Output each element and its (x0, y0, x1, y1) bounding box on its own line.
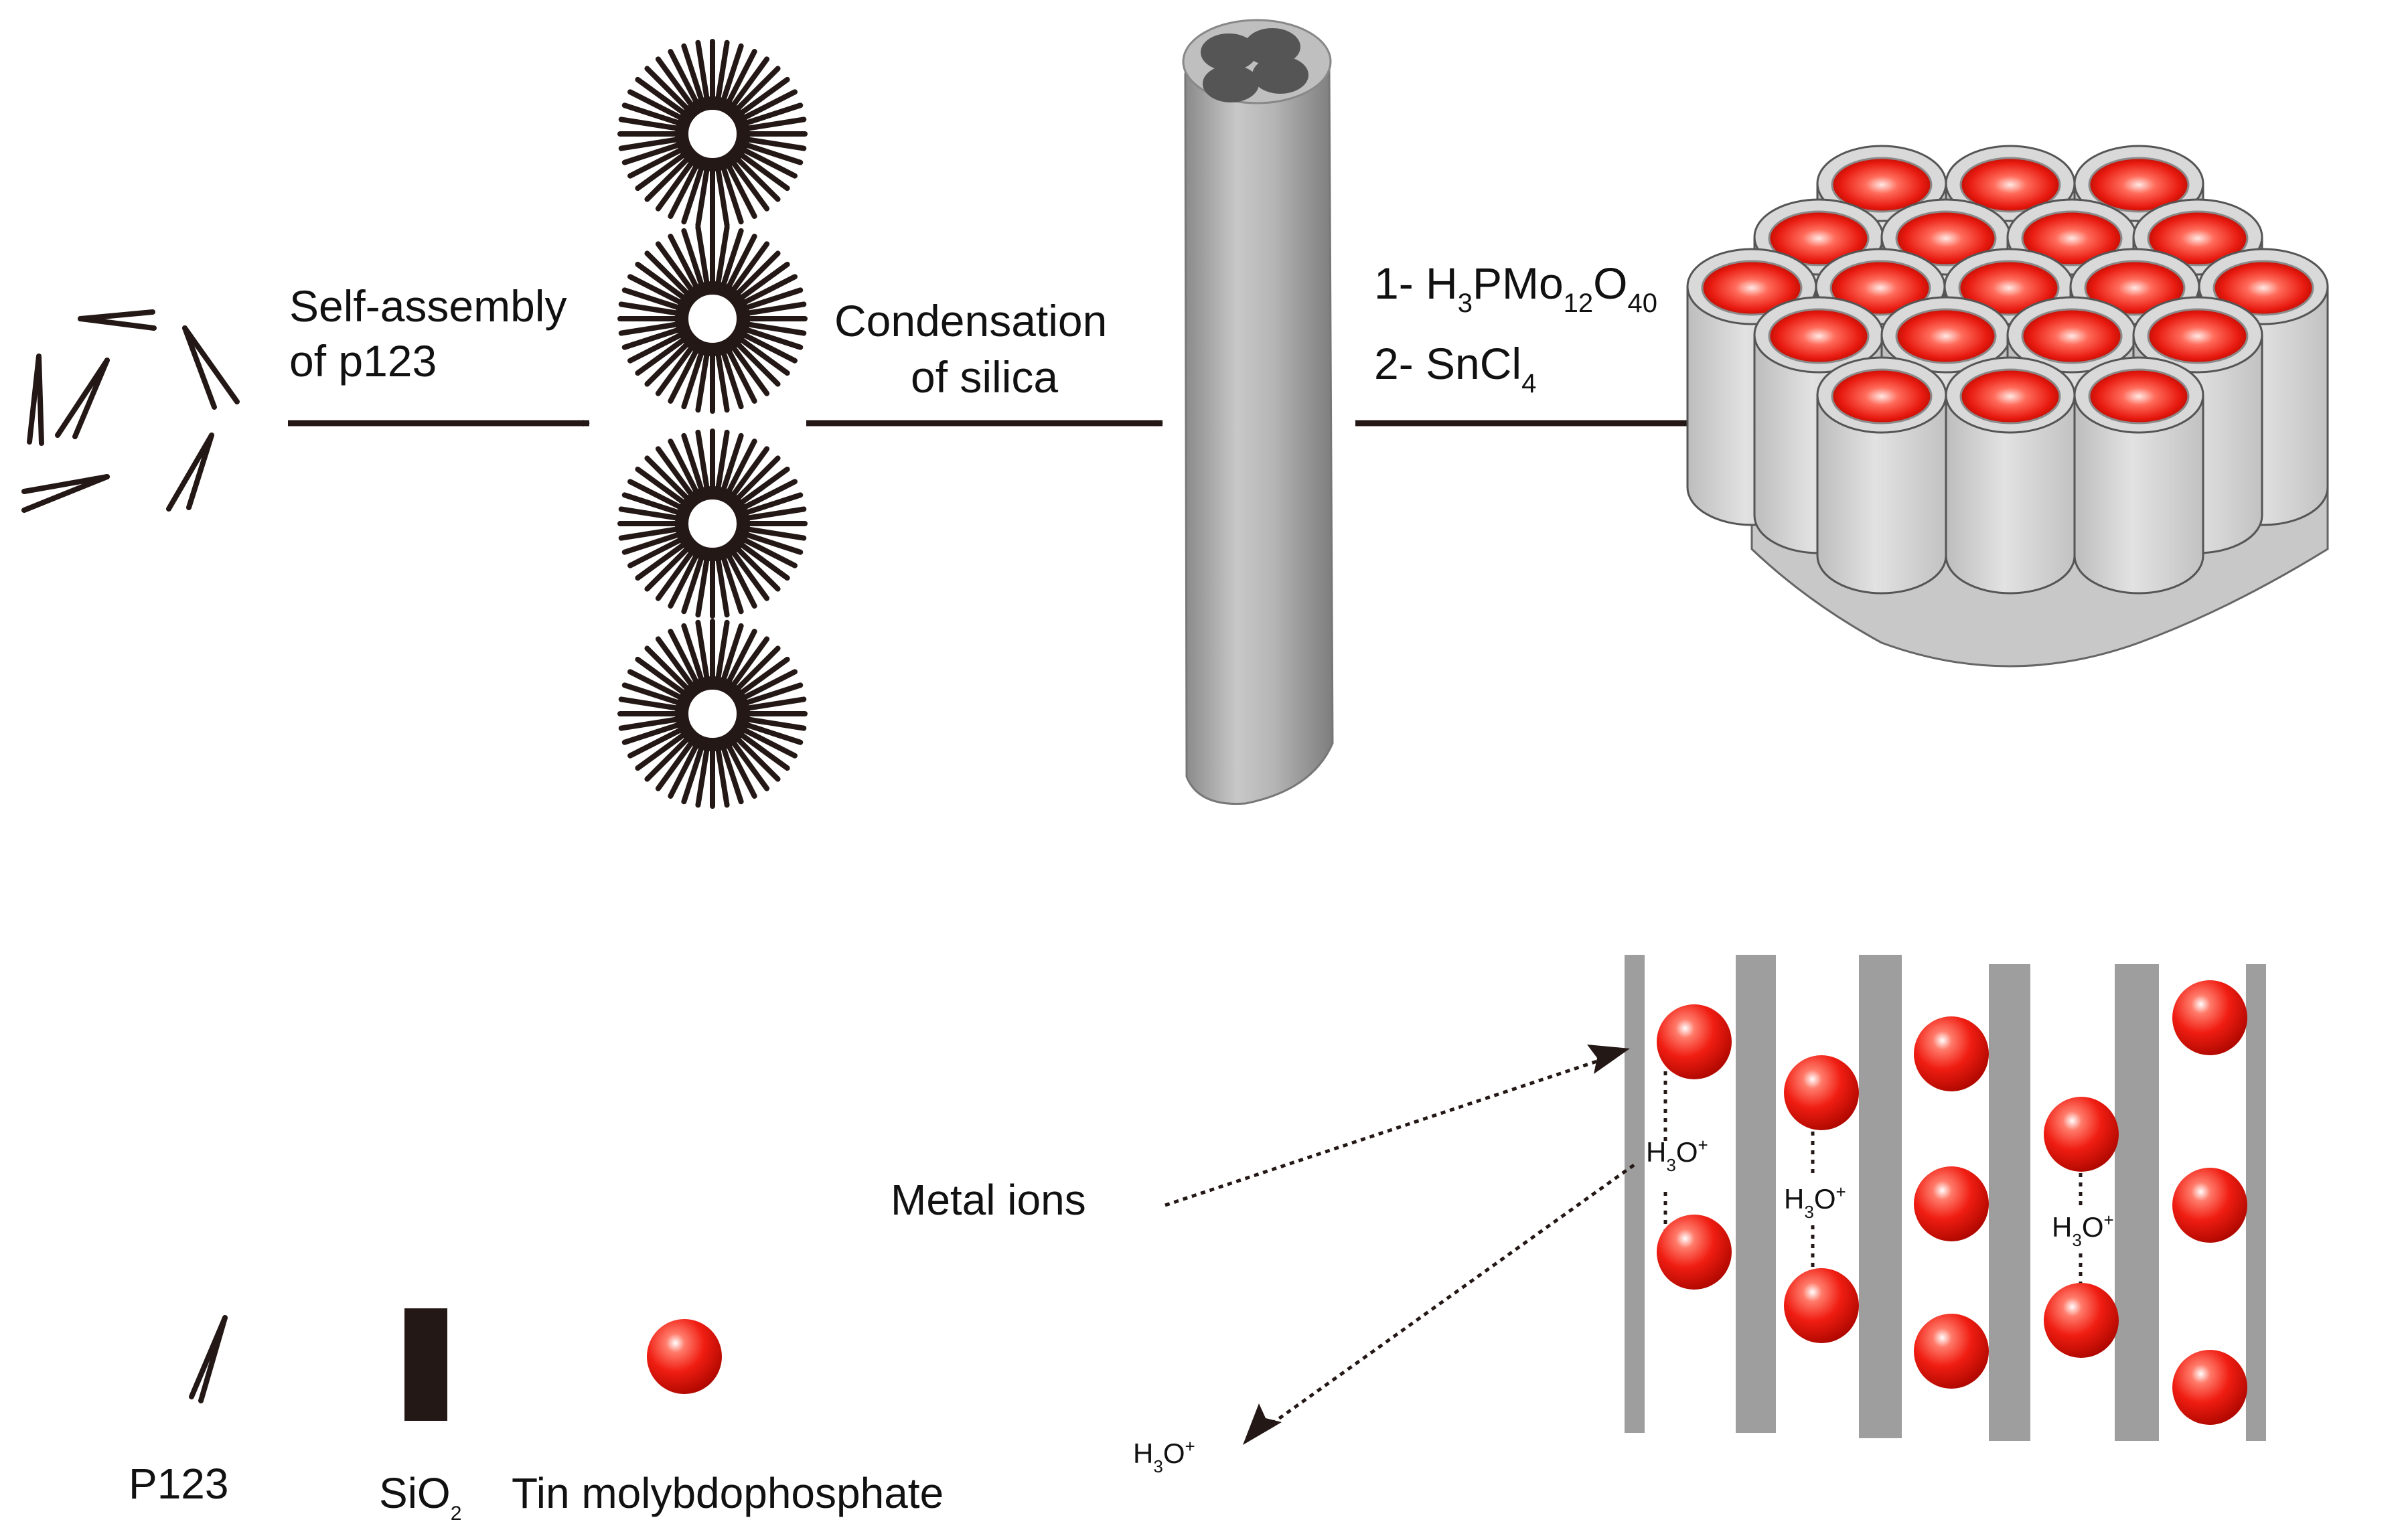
metal-ions-label: Metal ions (891, 1176, 1086, 1224)
p123-molecule (78, 309, 157, 331)
silica-cylinder (1816, 356, 1947, 595)
legend-p123-label: P123 (129, 1460, 229, 1508)
silica-wall (1625, 955, 1645, 1433)
legend-p123-glyph (189, 1315, 228, 1403)
tin-molybdophosphate-particle (1657, 1004, 1732, 1079)
tin-molybdophosphate-particle (2172, 980, 2247, 1055)
legend-sio2-label: SiO2 (379, 1469, 462, 1525)
reagent-2-label: 2- SnCl4 (1374, 339, 1537, 398)
hydronium-label: H3O+ (1646, 1135, 1708, 1175)
legend-tin-glyph (647, 1319, 722, 1394)
self-assembly-label-line2: of p123 (289, 336, 437, 386)
self-assembly-label-line1: Self-assembly (289, 281, 567, 331)
mesoporous-bundle (1686, 145, 2329, 668)
p123-molecule (27, 354, 44, 446)
legend-sio2-glyph (404, 1308, 447, 1421)
released-hydronium-label: H3O+ (1133, 1436, 1195, 1476)
silica-wall (1736, 955, 1776, 1433)
reagent-1-label: 1- H3PMo12O40 (1374, 258, 1658, 318)
hydronium-links (1663, 1071, 2083, 1306)
micelle (617, 39, 808, 229)
silica-wall (1989, 964, 2030, 1441)
micelle (617, 429, 808, 619)
tin-molybdophosphate-particle (1914, 1166, 1989, 1241)
silica-wall (2115, 964, 2159, 1441)
micelle (617, 619, 808, 809)
tin-molybdophosphate-particle (1914, 1314, 1989, 1389)
tin-molybdophosphate-particle (1784, 1268, 1859, 1343)
tin-molybdophosphate-particle (1914, 1016, 1989, 1091)
tin-molybdophosphate-particle (2172, 1350, 2247, 1425)
silica-wall (1859, 955, 1902, 1438)
metal-ion-arrowhead (1587, 1045, 1630, 1074)
hydronium-label: H3O+ (1784, 1182, 1846, 1222)
tin-molybdophosphate-particle (2044, 1097, 2119, 1172)
tin-molybdophosphate-particle (2172, 1168, 2247, 1243)
metal-ion-arrow (1165, 1056, 1608, 1207)
legend-tin-label: Tin molybdophosphate (512, 1469, 944, 1517)
tin-molybdophosphate-particle (2044, 1283, 2119, 1358)
hydronium-release-arrow (1258, 1163, 1635, 1435)
condensation-label-line2: of silica (911, 352, 1059, 402)
tin-molybdophosphate-particle (1784, 1055, 1859, 1130)
p123-molecule (55, 358, 110, 439)
hydronium-label: H3O+ (2052, 1210, 2114, 1250)
micelle (617, 224, 808, 414)
micelle-stack (617, 39, 808, 809)
p123-molecule (21, 474, 110, 513)
silica-rod (1182, 19, 1334, 805)
silica-cylinder (1945, 356, 2076, 595)
p123-molecules (21, 309, 240, 513)
hydronium-release-arrowhead (1243, 1403, 1282, 1445)
p123-molecule (182, 325, 240, 410)
tin-molybdophosphate-particles (1657, 980, 2247, 1425)
condensation-label-line1: Condensation (834, 296, 1108, 345)
silica-wall (2246, 964, 2266, 1441)
p123-molecule (166, 433, 214, 512)
dotted-arrows (1165, 1056, 1635, 1435)
pore-cross-section (1625, 955, 2266, 1441)
silica-cylinder (2073, 356, 2204, 595)
tin-molybdophosphate-particle (1657, 1215, 1732, 1290)
